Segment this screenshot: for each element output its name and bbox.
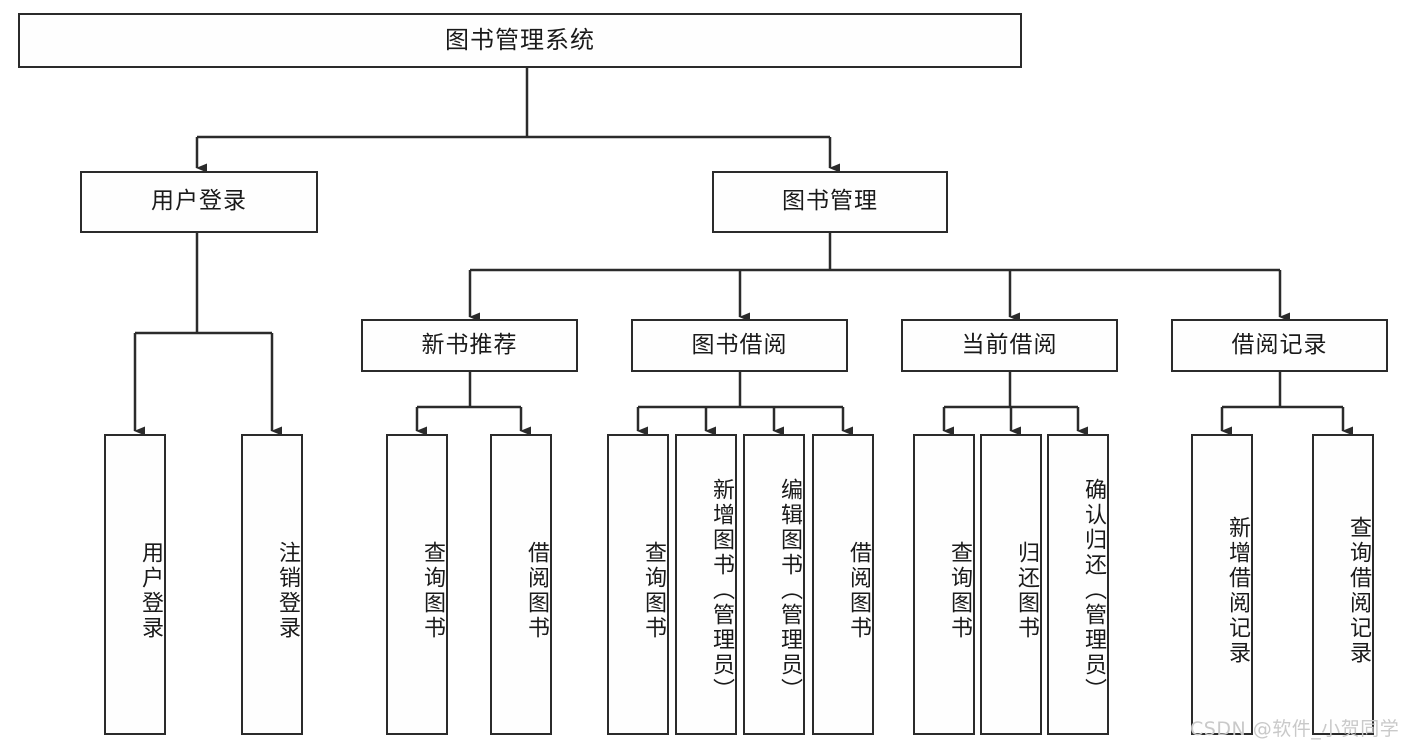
node-label: 注销登录 [275, 540, 300, 641]
node-label: 查询图书 [947, 540, 972, 641]
node-label: 当前借阅 [961, 331, 1058, 358]
node-borrow-record[interactable]: 借阅记录 [1171, 319, 1388, 372]
node-label: 图书借阅 [691, 331, 788, 358]
leaf-current-borrow-query-books[interactable]: 查询图书 [913, 434, 975, 735]
leaf-book-borrow-add-book-admin[interactable]: 新增图书（管理员） [675, 434, 737, 735]
leaf-borrow-record-query-record[interactable]: 查询借阅记录 [1312, 434, 1374, 735]
node-label: 图书管理 [782, 188, 878, 215]
leaf-book-borrow-edit-book-admin[interactable]: 编辑图书（管理员） [743, 434, 805, 735]
leaf-current-borrow-confirm-return-admin[interactable]: 确认归还（管理员） [1047, 434, 1109, 735]
node-new-book-recommend[interactable]: 新书推荐 [361, 319, 578, 372]
node-current-borrow[interactable]: 当前借阅 [901, 319, 1118, 372]
node-label: 新书推荐 [421, 331, 518, 358]
leaf-book-borrow-borrow-books[interactable]: 借阅图书 [812, 434, 874, 735]
node-label: 借阅记录 [1231, 331, 1328, 358]
leaf-user-login-logout[interactable]: 注销登录 [241, 434, 303, 735]
leaf-user-login-login[interactable]: 用户登录 [104, 434, 166, 735]
node-label: 用户登录 [151, 188, 247, 215]
node-label: 查询借阅记录 [1346, 515, 1371, 666]
node-label: 确认归还（管理员） [1081, 478, 1106, 703]
node-label: 用户登录 [138, 540, 163, 641]
node-book-management[interactable]: 图书管理 [712, 171, 948, 233]
node-label: 借阅图书 [846, 540, 871, 641]
node-label: 新增图书（管理员） [709, 478, 734, 703]
csdn-watermark: CSDN @软件_小贺同学 [1190, 718, 1400, 740]
node-label: 查询图书 [641, 540, 666, 641]
node-label: 编辑图书（管理员） [777, 478, 802, 703]
node-label: 归还图书 [1014, 540, 1039, 641]
leaf-borrow-record-add-record[interactable]: 新增借阅记录 [1191, 434, 1253, 735]
leaf-current-borrow-return-books[interactable]: 归还图书 [980, 434, 1042, 735]
node-label: 图书管理系统 [445, 26, 595, 55]
node-label: 借阅图书 [524, 540, 549, 641]
leaf-new-book-borrow-books[interactable]: 借阅图书 [490, 434, 552, 735]
leaf-new-book-query-books[interactable]: 查询图书 [386, 434, 448, 735]
leaf-book-borrow-query-books[interactable]: 查询图书 [607, 434, 669, 735]
node-label: 新增借阅记录 [1225, 515, 1250, 666]
node-user-login[interactable]: 用户登录 [80, 171, 318, 233]
node-label: 查询图书 [420, 540, 445, 641]
node-book-borrow[interactable]: 图书借阅 [631, 319, 848, 372]
node-root-book-management-system[interactable]: 图书管理系统 [18, 13, 1022, 68]
